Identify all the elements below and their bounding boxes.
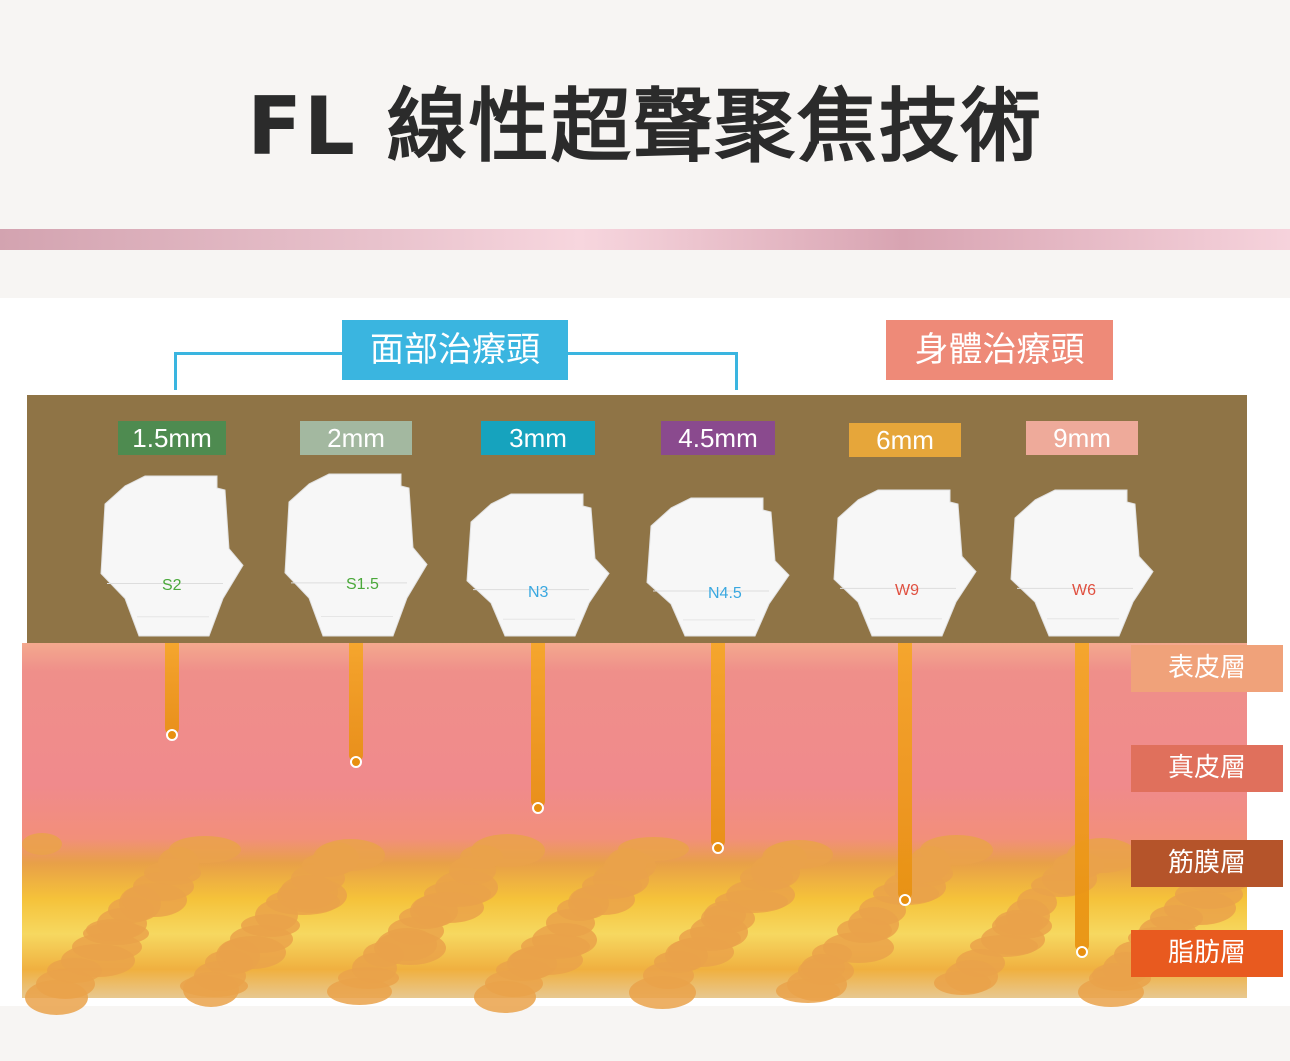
ultrasound-beam: [531, 643, 545, 808]
fat-cell: [316, 839, 385, 871]
focal-point: [532, 802, 544, 814]
fat-cell: [970, 935, 1038, 957]
transducer-probe: [463, 492, 613, 644]
ultrasound-beam: [898, 643, 912, 900]
ultrasound-beam: [349, 643, 363, 762]
fat-cell: [740, 865, 793, 891]
fat-cell: [219, 936, 286, 969]
focal-point: [350, 756, 362, 768]
transducer-probe: [830, 488, 980, 644]
fat-cell: [25, 980, 88, 1015]
fat-cell: [704, 901, 746, 929]
fat-cell: [327, 978, 392, 1005]
fat-cell: [643, 962, 694, 989]
probe-model-code: N4.5: [708, 585, 742, 603]
focal-point: [899, 894, 911, 906]
probe-size-tag: 1.5mm: [118, 421, 226, 455]
skin-layer-label: 真皮層: [1131, 745, 1283, 792]
page-title: FL 線性超聲聚焦技術: [247, 80, 1043, 173]
focal-point: [712, 842, 724, 854]
skin-layer-label: 脂肪層: [1131, 930, 1283, 977]
fat-cell: [86, 919, 140, 941]
probe-model-code: S2: [162, 576, 182, 594]
fat-cell: [474, 981, 536, 1013]
fat-cell: [449, 856, 496, 885]
probe-model-code: N3: [528, 583, 549, 601]
transducer-probe: [281, 472, 431, 644]
probe-model-code: W6: [1072, 582, 1096, 600]
decorative-divider: [0, 229, 1290, 250]
skin-cross-section: [22, 643, 1255, 1015]
ultrasound-beam: [711, 643, 725, 848]
fat-cell: [280, 875, 338, 909]
fat-cell: [546, 909, 595, 937]
fat-cell: [510, 945, 583, 975]
probe-model-code: W9: [895, 582, 919, 600]
fat-cell: [776, 979, 840, 1003]
fat-cell: [377, 928, 437, 961]
probe-size-tag: 3mm: [481, 421, 595, 455]
focal-point: [1076, 946, 1088, 958]
fat-cell: [765, 840, 833, 869]
fat-cell: [837, 918, 892, 943]
probe-model-code: S1.5: [346, 576, 379, 594]
fat-cell: [995, 910, 1043, 935]
fat-cell: [801, 954, 845, 981]
fat-cell: [61, 944, 135, 977]
skin-layer-label: 筋膜層: [1131, 840, 1283, 887]
fat-cell: [413, 892, 484, 923]
focal-point: [166, 729, 178, 741]
probe-size-tag: 9mm: [1026, 421, 1138, 455]
fat-cell: [668, 937, 734, 967]
transducer-probe: [1007, 488, 1157, 644]
probe-size-tag: 4.5mm: [661, 421, 775, 455]
probe-size-tag: 6mm: [849, 423, 961, 457]
ultrasound-beam: [165, 643, 179, 735]
probe-size-tag: 2mm: [300, 421, 412, 455]
transducer-probe: [643, 496, 793, 644]
fat-cell: [607, 848, 647, 877]
fat-cell: [122, 883, 187, 917]
ultrasound-beam: [1075, 643, 1089, 952]
face-group-label: 面部治療頭: [342, 320, 568, 380]
fat-cell: [22, 833, 62, 855]
fat-cell: [1164, 891, 1236, 925]
transducer-probe: [97, 474, 247, 644]
fat-cell: [183, 972, 239, 1007]
fat-cell: [571, 884, 635, 915]
body-group-label: 身體治療頭: [886, 320, 1113, 380]
fat-cell: [158, 847, 199, 879]
skin-layer-label: 表皮層: [1131, 645, 1283, 692]
fat-cell: [934, 971, 991, 995]
